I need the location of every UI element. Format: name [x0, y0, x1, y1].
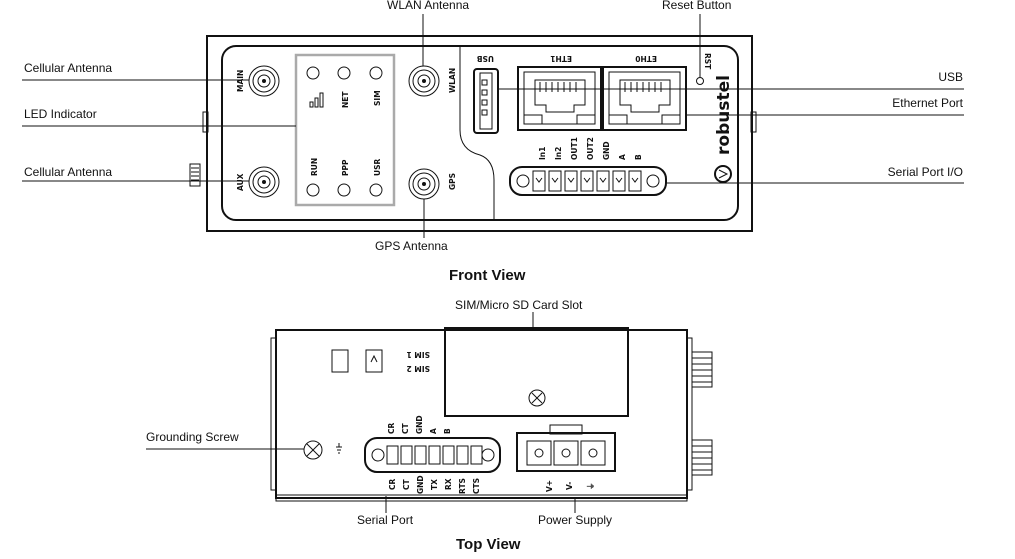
serial-bottom-pin-rts: RTS — [458, 478, 467, 494]
main-antenna-connector — [248, 65, 280, 97]
front-panel — [221, 45, 739, 221]
reset-button[interactable] — [696, 77, 704, 85]
top-view-heading: Top View — [456, 536, 521, 553]
serial-bottom-pin-cr: CR — [388, 478, 397, 490]
power-pin-vplus: V+ — [545, 480, 554, 492]
led-run — [306, 183, 320, 197]
sim1-label: SIM 1 — [407, 350, 431, 359]
serial-bottom-pin-tx: TX — [430, 479, 439, 490]
front-leader-lines — [22, 14, 964, 238]
callout-grounding-screw: Grounding Screw — [146, 430, 239, 444]
serial-bottom-pin-cts: CTS — [472, 478, 481, 494]
callout-sim-slot: SIM/Micro SD Card Slot — [455, 298, 583, 312]
housing-bump — [750, 111, 757, 133]
eth0-port — [602, 66, 687, 131]
serial-bottom-pin-gnd: GND — [416, 475, 425, 494]
grounding-screw-icon — [303, 440, 342, 460]
usb-port-label: USB — [477, 54, 494, 63]
serial-bottom-pin-rx: RX — [444, 478, 453, 490]
front-housing — [206, 35, 753, 232]
sim-card-slot-cover[interactable] — [444, 327, 629, 417]
serial-io-terminal — [509, 166, 667, 196]
serial-port-terminal — [364, 437, 501, 473]
sim2-label: SIM 2 — [407, 364, 431, 373]
housing-bump — [202, 111, 209, 133]
eth0-label: ETH0 — [635, 54, 657, 63]
serial-top-pin-b: B — [443, 428, 452, 434]
aux-label: AUX — [236, 173, 245, 191]
front-view: MAIN AUX NET SIM RUN PPP USR — [22, 0, 964, 284]
callout-gps-antenna: GPS Antenna — [375, 239, 448, 253]
callout-power-supply: Power Supply — [538, 513, 612, 527]
serial-top-pin-ct: CT — [401, 422, 410, 434]
front-view-heading: Front View — [449, 267, 526, 284]
usb-port — [473, 68, 499, 134]
callout-led-indicator: LED Indicator — [24, 107, 97, 121]
panel-divider — [459, 46, 495, 220]
led-ppp-label: PPP — [341, 159, 350, 176]
serial-top-pin-a: A — [429, 428, 438, 434]
led-ppp — [337, 183, 351, 197]
led-signal — [306, 66, 320, 80]
led-sim-label: SIM — [373, 90, 382, 106]
io-pin-gnd: GND — [602, 141, 611, 160]
led-usr — [369, 183, 383, 197]
gps-label: GPS — [448, 173, 457, 190]
callout-cellular-antenna-main: Cellular Antenna — [24, 61, 112, 75]
signal-bars-icon — [309, 92, 324, 108]
aux-antenna-connector — [248, 166, 280, 198]
callout-serial-port: Serial Port — [357, 513, 414, 527]
wlan-label: WLAN — [448, 68, 457, 93]
sim-cover-screw-icon — [528, 389, 546, 407]
io-pin-out1: OUT1 — [570, 137, 579, 160]
callout-reset-button: Reset Button — [662, 0, 731, 12]
eth1-label: ETH1 — [550, 54, 572, 63]
main-label: MAIN — [236, 70, 245, 92]
led-indicators — [306, 66, 383, 197]
led-indicator-box — [294, 53, 396, 207]
robustel-logo: robustel — [714, 75, 734, 183]
callout-wlan-antenna: WLAN Antenna — [387, 0, 469, 12]
io-pin-b: B — [634, 154, 643, 160]
power-supply-connector — [516, 424, 616, 472]
io-pin-in1: In1 — [538, 147, 547, 160]
led-net-label: NET — [341, 91, 350, 108]
callout-usb: USB — [938, 70, 963, 84]
power-pin-ground: ⏚ — [586, 483, 595, 491]
callout-ethernet-port: Ethernet Port — [892, 96, 963, 110]
io-pin-a: A — [618, 154, 627, 160]
power-pin-vminus: V- — [565, 482, 574, 490]
callout-cellular-antenna-aux: Cellular Antenna — [24, 165, 112, 179]
io-pin-in2: In2 — [554, 147, 563, 160]
top-leader-lines — [146, 312, 576, 513]
io-pin-out2: OUT2 — [586, 137, 595, 160]
sim-card-icon — [331, 349, 383, 373]
eth1-port — [517, 66, 602, 131]
gps-antenna-connector — [408, 168, 440, 200]
top-view: SIM 1 SIM 2 CR CT GND A B CR CT G — [146, 298, 713, 553]
led-run-label: RUN — [310, 158, 319, 176]
serial-top-pin-gnd: GND — [415, 415, 424, 434]
top-antenna-connectors — [691, 351, 713, 476]
callout-serial-port-io: Serial Port I/O — [888, 165, 963, 179]
serial-top-pin-cr: CR — [387, 422, 396, 434]
led-net — [337, 66, 351, 80]
led-sim — [369, 66, 383, 80]
wlan-antenna-connector — [408, 65, 440, 97]
side-antenna-connector — [189, 163, 201, 187]
serial-bottom-pin-ct: CT — [402, 478, 411, 490]
led-usr-label: USR — [373, 159, 382, 176]
rst-label: RST — [703, 53, 712, 70]
